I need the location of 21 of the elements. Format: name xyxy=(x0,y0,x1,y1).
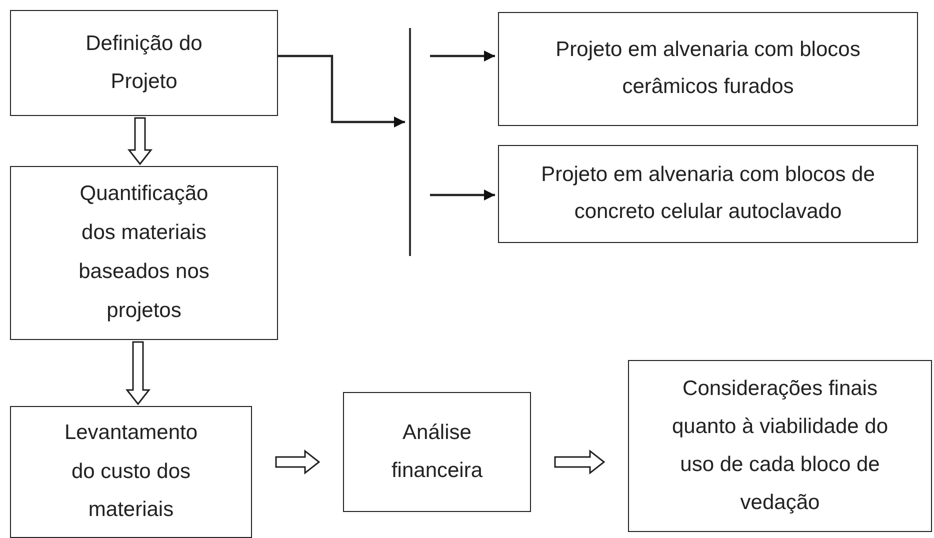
process-box xyxy=(10,406,252,538)
box-text: Análise financeira xyxy=(390,420,484,484)
box-text: Projeto em alvenaria com blocos de concreto celular autoclavado xyxy=(541,162,875,225)
arrow xyxy=(430,190,495,200)
arrow xyxy=(430,50,495,62)
block-arrow xyxy=(554,449,606,475)
box-text: Projeto em alvenaria com blocos cerâmicos furados xyxy=(554,37,862,100)
process-box xyxy=(628,360,932,532)
block-arrow xyxy=(125,341,151,406)
arrow xyxy=(278,54,405,128)
process-box xyxy=(498,12,918,126)
box-text: Levantamento do custo dos materiais xyxy=(63,420,199,524)
box-text: Definição do Projeto xyxy=(84,31,204,95)
block-arrow xyxy=(275,449,320,475)
process-box xyxy=(10,166,278,340)
process-box xyxy=(343,392,531,512)
box-text: Quantificação dos materiais baseados nos projetos xyxy=(78,181,210,324)
block-arrow xyxy=(127,117,153,166)
process-box xyxy=(498,145,918,243)
box-text: Considerações finais quanto à viabilidade do uso de cada bloco de vedação xyxy=(670,376,889,516)
process-box xyxy=(10,10,278,116)
